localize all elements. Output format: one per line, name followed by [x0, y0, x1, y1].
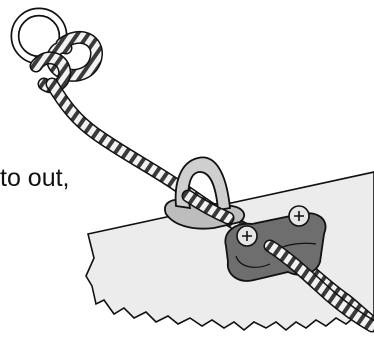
caption-text: to out, [0, 166, 70, 191]
rope-knot [36, 37, 97, 86]
